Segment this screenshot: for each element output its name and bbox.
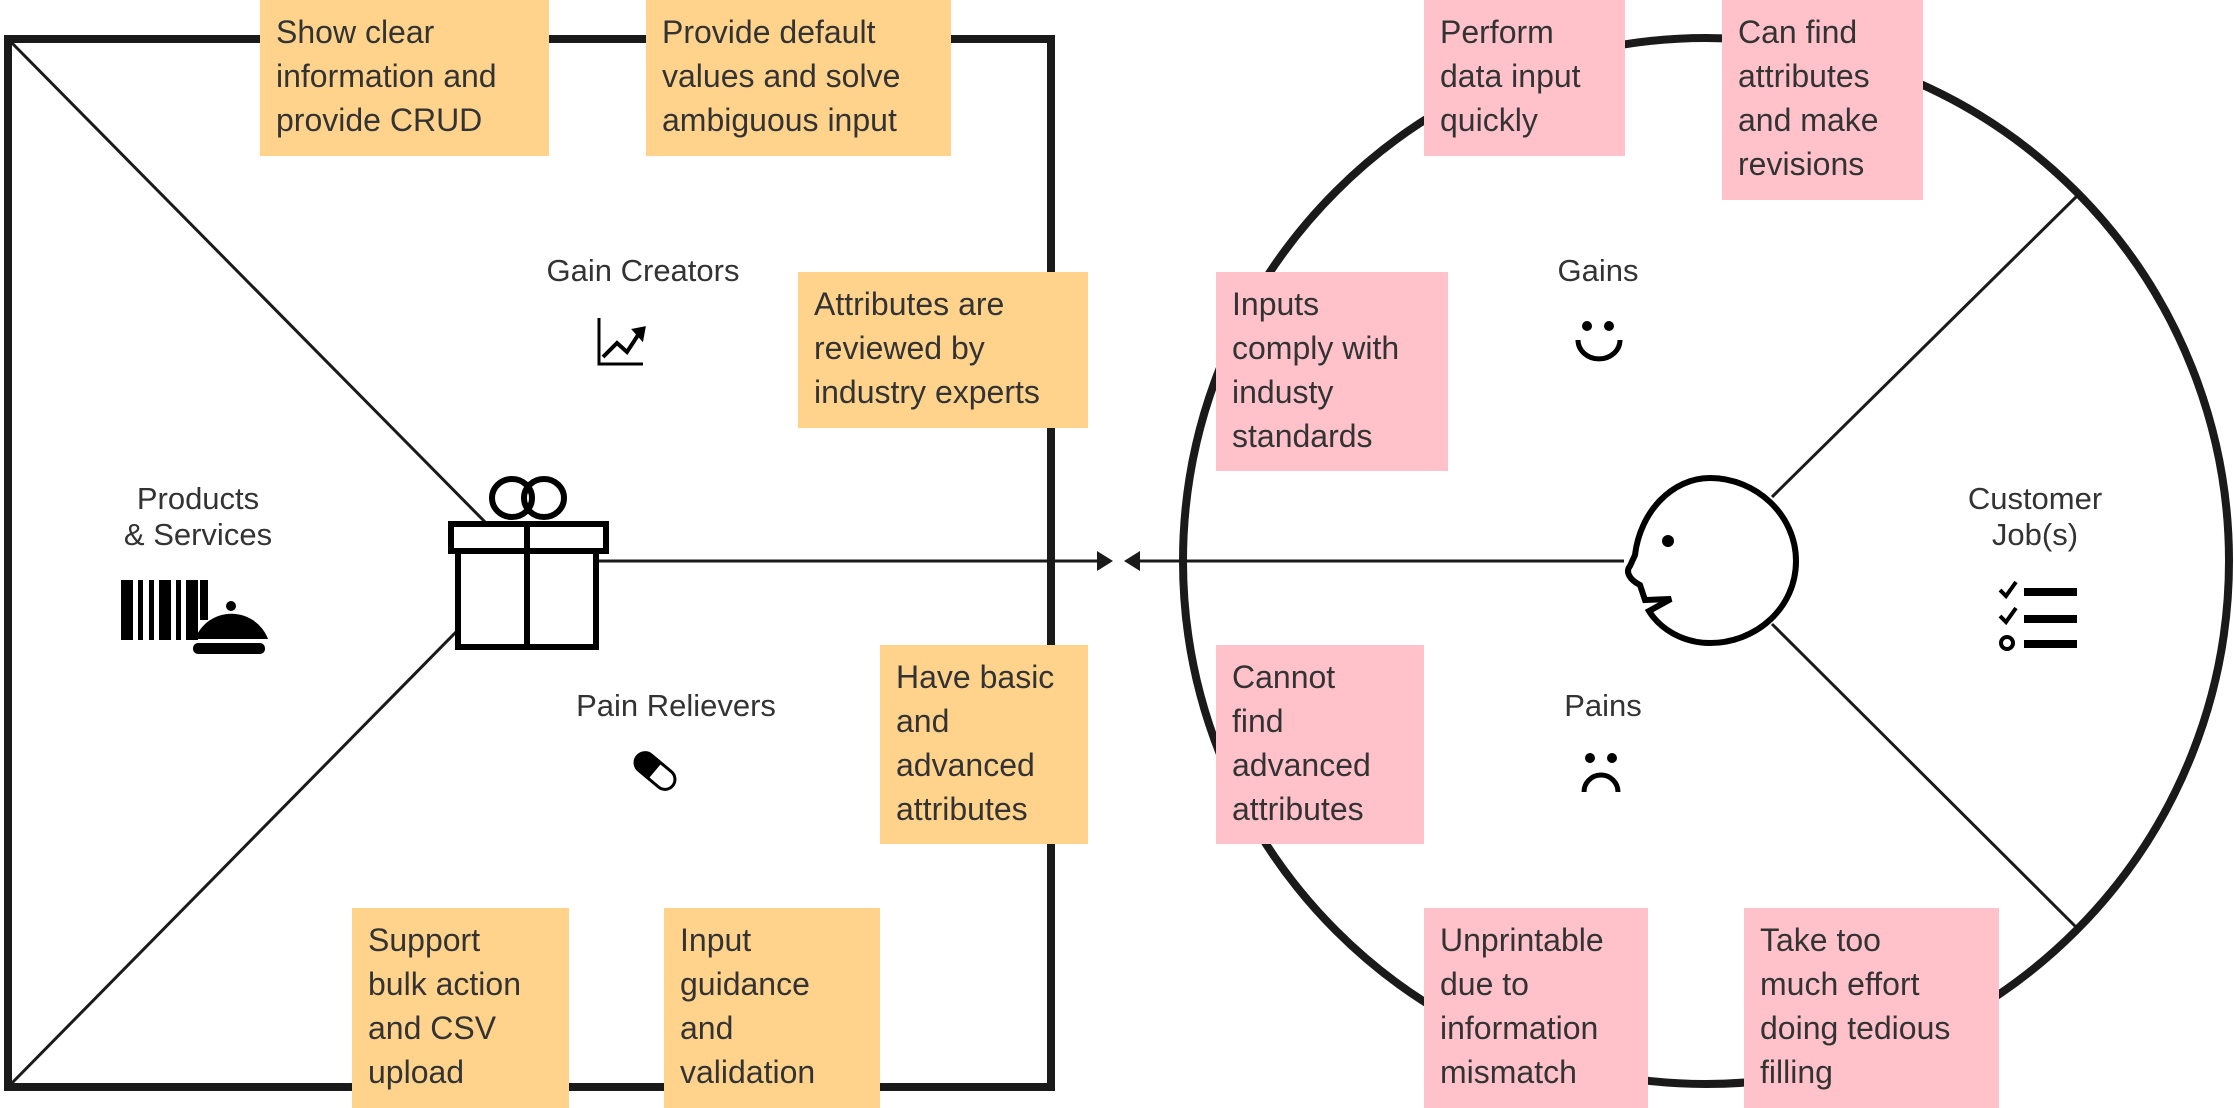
frown-face-icon bbox=[1581, 753, 1621, 793]
gain-creator-note[interactable]: Attributes are reviewed by industry expe… bbox=[798, 272, 1088, 428]
pain-reliever-note[interactable]: Have basic and advanced attributes bbox=[880, 645, 1088, 844]
customer-profile-divider-top bbox=[1770, 194, 2079, 499]
value-map-divider-bottom bbox=[8, 630, 458, 1087]
gains-label: Gains bbox=[1557, 253, 1639, 288]
barcode-service-bell-icon bbox=[121, 580, 268, 654]
trending-chart-icon bbox=[597, 318, 646, 366]
customer-head-icon bbox=[1625, 474, 1800, 647]
pain-reliever-note[interactable]: Support bulk action and CSV upload bbox=[352, 908, 569, 1108]
fit-arrow-left-head bbox=[1097, 551, 1113, 571]
pill-icon bbox=[633, 751, 677, 791]
pain-note[interactable]: Unprintable due to information mismatch bbox=[1424, 908, 1648, 1108]
pain-note[interactable]: Cannot find advanced attributes bbox=[1216, 645, 1424, 844]
customer-profile-divider-bottom bbox=[1770, 622, 2082, 933]
smile-face-icon bbox=[1575, 321, 1623, 362]
gain-note[interactable]: Can find attributes and make revisions bbox=[1722, 0, 1923, 200]
value-map-divider-top bbox=[8, 39, 490, 527]
gift-icon bbox=[448, 476, 609, 650]
gain-note[interactable]: Inputs comply with industy standards bbox=[1216, 272, 1448, 471]
gain-creator-note[interactable]: Provide default values and solve ambiguo… bbox=[646, 0, 951, 156]
pain-note[interactable]: Take too much effort doing tedious filli… bbox=[1744, 908, 1999, 1108]
pain-reliever-note[interactable]: Input guidance and validation bbox=[664, 908, 880, 1108]
customer-jobs-label: Customer Job(s) bbox=[1967, 481, 2103, 552]
products-services-label: Products & Services bbox=[123, 481, 273, 552]
pains-label: Pains bbox=[1564, 688, 1642, 723]
fit-arrow-right-head bbox=[1124, 551, 1140, 571]
gain-note[interactable]: Perform data input quickly bbox=[1424, 0, 1625, 156]
pain-relievers-label: Pain Relievers bbox=[576, 688, 776, 723]
gain-creator-note[interactable]: Show clear information and provide CRUD bbox=[260, 0, 549, 156]
checklist-icon bbox=[1998, 580, 2077, 651]
gain-creators-label: Gain Creators bbox=[546, 253, 740, 288]
